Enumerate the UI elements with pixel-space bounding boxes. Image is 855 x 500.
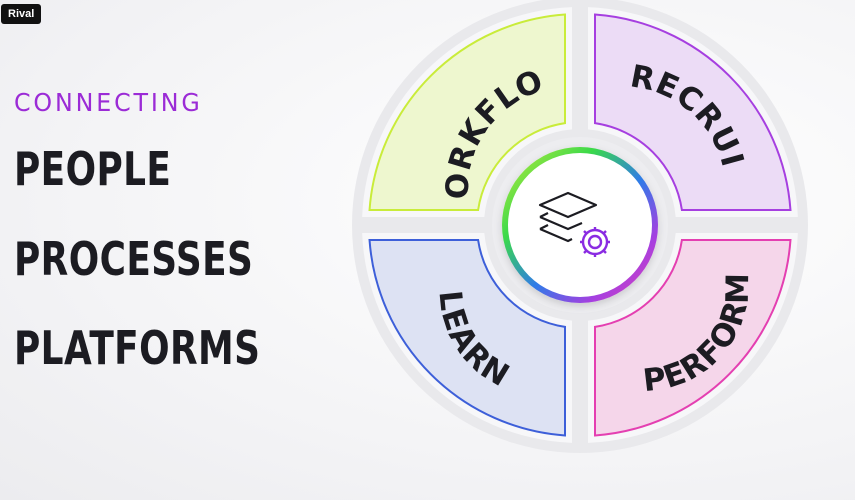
segment-panel bbox=[368, 13, 566, 211]
headline-line-platforms: PLATFORMS bbox=[14, 321, 261, 375]
segment-panel bbox=[594, 239, 792, 437]
segment-panel bbox=[594, 13, 792, 211]
headline: CONNECTING PEOPLE PROCESSES PLATFORMS bbox=[14, 88, 260, 371]
layers-gear-icon bbox=[538, 191, 610, 257]
headline-line-people: PEOPLE bbox=[14, 142, 172, 196]
segment-learn: LEARN bbox=[362, 233, 572, 443]
segment-panel bbox=[368, 239, 566, 437]
headline-line-processes: PROCESSES bbox=[14, 232, 254, 286]
brand-logo: Rival bbox=[1, 4, 42, 24]
headline-kicker: CONNECTING bbox=[14, 88, 203, 117]
segment-workflow: WORKFLOW bbox=[0, 0, 572, 218]
